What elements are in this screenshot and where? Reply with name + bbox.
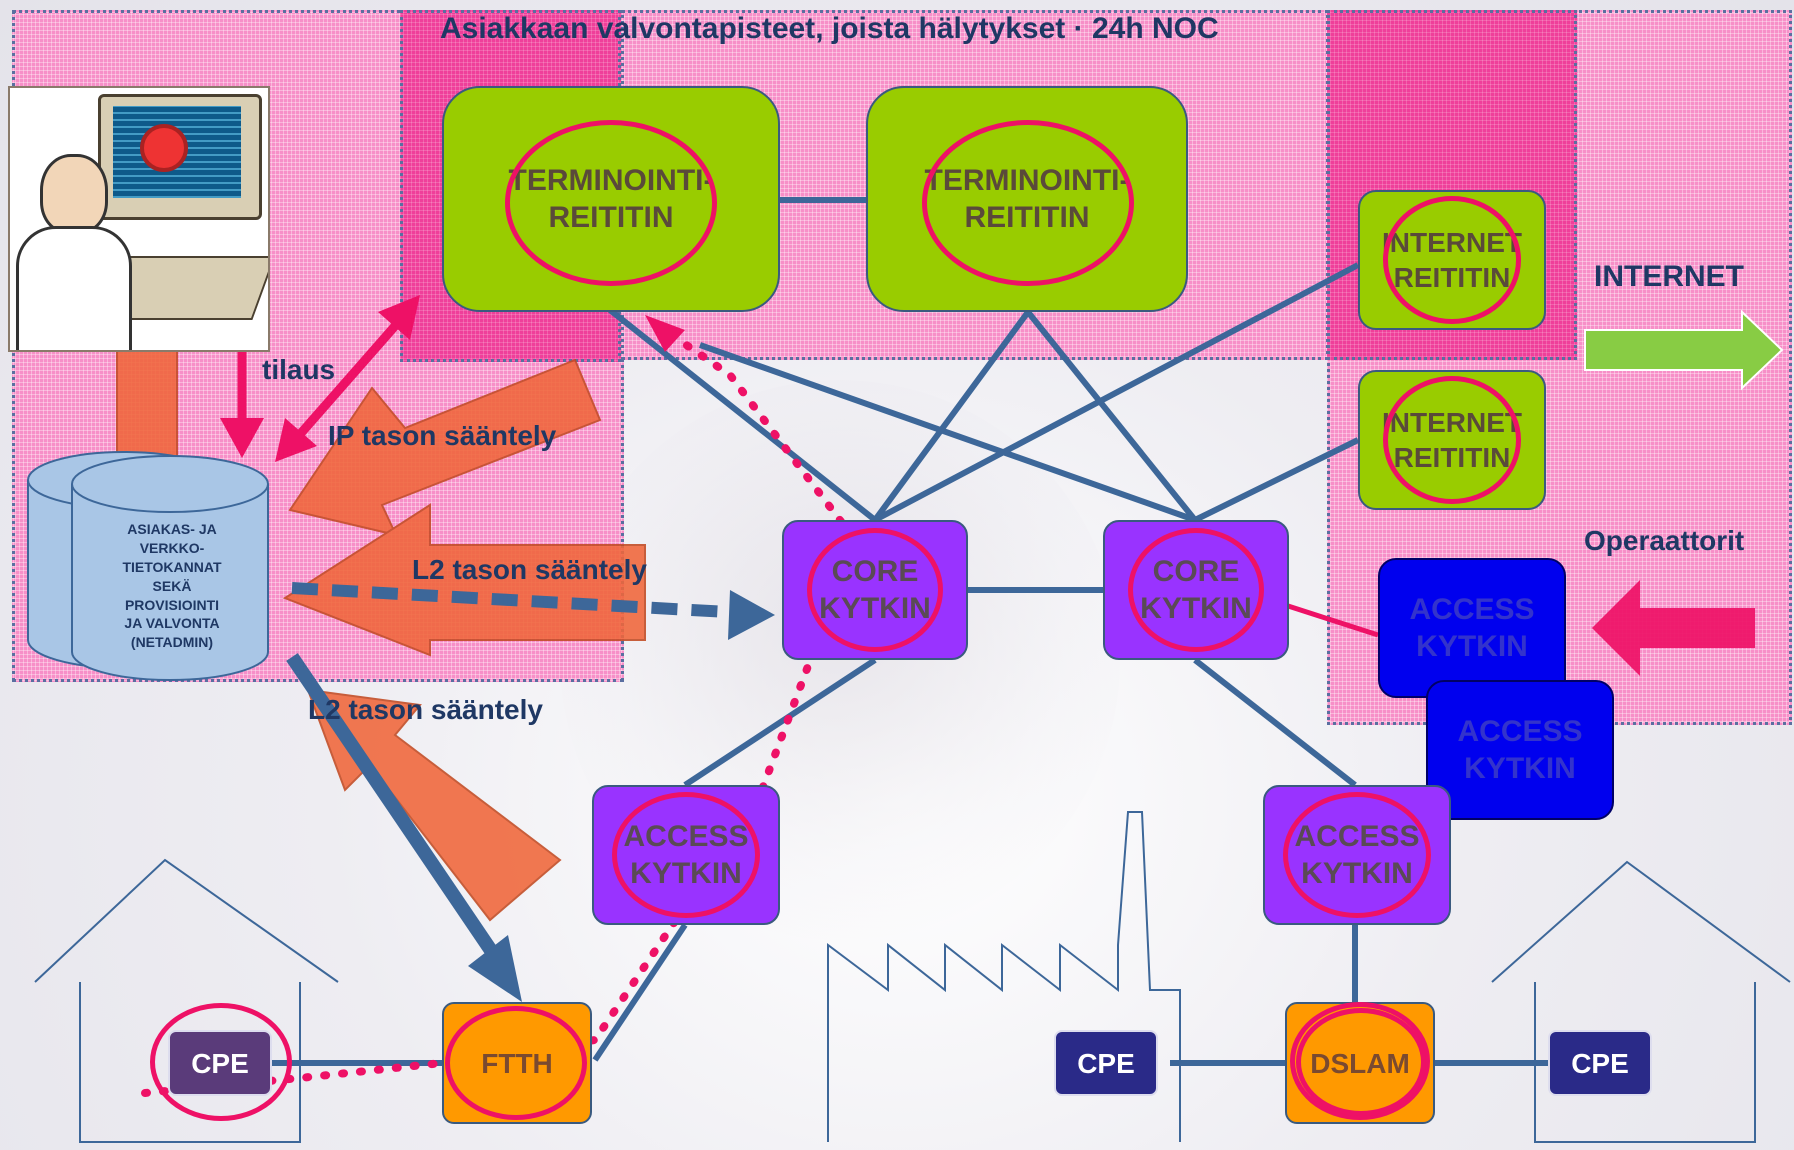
dashed-arrow-head [728,590,775,640]
arrow-db-ftth-head [468,935,522,1002]
dashed-arrow-db-core [291,582,729,618]
monitoring-path [141,316,860,1097]
monitor-ring-ftth [445,1006,587,1120]
monitor-ring-access-left [612,792,760,918]
cpe-factory[interactable]: CPE [1054,1030,1158,1096]
monitor-ring-core1 [807,528,943,652]
monitoring-path-head [645,315,685,352]
link-term1-core1 [608,307,877,523]
monitor-ring-dslam [1290,1002,1430,1120]
label-tilaus: tilaus [262,354,336,385]
db-line-5: PROVISIOINTI [124,596,220,613]
operator-workstation-illustration [8,86,270,352]
link-term2-core2 [1025,310,1198,522]
arrow-db-ftth [286,653,498,956]
arrow-l2-regulation [282,503,646,657]
node-label-line2: KYTKIN [1464,752,1576,785]
monitor-ring-term2 [922,120,1134,286]
link-inet1-core1 [873,262,1360,523]
arrow-internet [1584,309,1784,391]
access-kytkin-operator-1[interactable]: ACCESS KYTKIN [1378,558,1566,698]
link-access-ftth [592,923,688,1062]
monitor-ring-cpe [150,1003,292,1121]
header-title-left: Asiakkaan valvontapisteet [440,12,816,45]
db-line-3: TIETOKANNAT [122,558,222,575]
monitor-ring-core2 [1128,528,1264,652]
link-term1-core2 [699,342,1196,523]
header-title: Asiakkaan valvontapisteet, joista hälyty… [440,12,1219,46]
network-links [272,197,1550,1066]
monitor-ring-term1 [505,120,717,286]
arrow-l2-regulation-diag [306,688,562,922]
database-cylinder-icon [27,451,269,681]
monitor-ring-access-right [1283,792,1431,918]
cpe-label: CPE [1077,1047,1135,1079]
monitor-ring-inet2 [1383,376,1521,504]
house-icon [34,858,339,1143]
database-label: ASIAKAS- JA VERKKO- TIETOKANNAT SEKÄ PRO… [72,520,272,652]
monitor-alarm-dot [140,124,188,172]
arrow-operators [1592,580,1755,676]
node-label-line1: ACCESS [1409,592,1535,626]
house-icon-right [1491,860,1791,1143]
link-inet2-core2 [1193,437,1360,523]
label-l2-regulation-2: L2 tason sääntely [308,694,543,725]
double-arrow-db-term [291,315,406,443]
node-label-line2: KYTKIN [1416,630,1528,663]
link-term2-core1 [872,310,1031,522]
arrow-ip-regulation [288,358,602,537]
db-line-2: VERKKO- [139,539,205,556]
db-line-1: ASIAKAS- JA [127,521,217,537]
cpe-label: CPE [1571,1047,1629,1079]
double-arrow-head-top [378,295,420,340]
link-core2-access [1193,657,1357,788]
link-core2-bluekytkin [1284,602,1379,638]
orange-arrows [75,196,646,922]
label-internet: INTERNET [1594,260,1744,293]
factory-icon [827,811,1181,1142]
access-kytkin-operator-2[interactable]: ACCESS KYTKIN [1426,680,1614,820]
label-ip-regulation: IP tason sääntely [328,420,557,451]
db-line-7: (NETADMIN) [130,634,214,651]
db-line-6: JA VALVONTA [124,615,220,632]
tilaus-arrow-head [220,418,264,458]
label-l2-regulation: L2 tason sääntely [412,554,647,585]
monitor-ring-dslam-2 [1296,1008,1426,1116]
operator-head [40,154,108,234]
node-label-line1: ACCESS [1457,714,1583,748]
monitor-ring-inet1 [1383,196,1521,324]
header-title-right: , joista hälytykset · 24h NOC [815,12,1219,45]
label-operaattorit: Operaattorit [1584,525,1745,556]
double-arrow-head-bottom [275,418,317,462]
link-core1-access [683,657,877,788]
db-line-4: SEKÄ [152,577,192,594]
cpe-right-home[interactable]: CPE [1548,1030,1652,1096]
operator-body [16,226,132,350]
